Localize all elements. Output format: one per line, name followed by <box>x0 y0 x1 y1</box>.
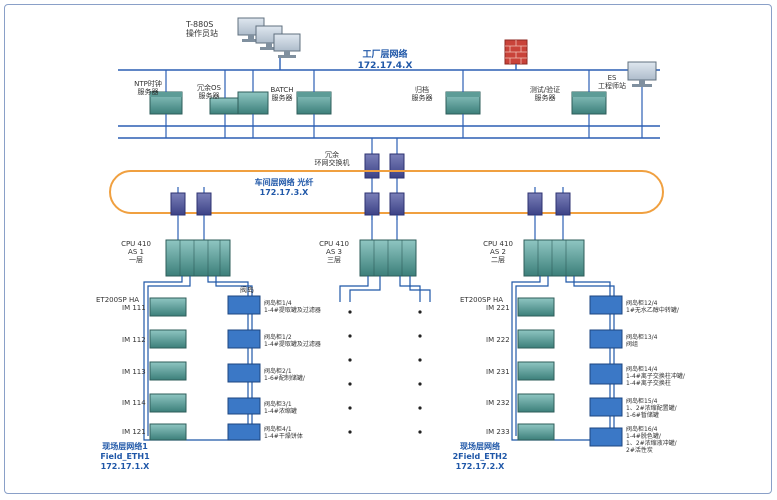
cpu-rack-icon <box>165 239 231 277</box>
switch-icon <box>555 192 571 216</box>
cpu-rack-icon <box>523 239 585 277</box>
io-module-icon <box>149 329 187 349</box>
left-im-label: IM 121 <box>122 428 146 436</box>
server-icon <box>445 91 481 115</box>
server-label-archive: 归档服务器 <box>411 86 433 102</box>
valve-island-icon <box>589 397 623 417</box>
io-module-icon <box>517 423 555 441</box>
switch-icon <box>389 192 405 216</box>
es-monitor-icon <box>627 61 657 87</box>
valve-island-icon <box>227 397 261 415</box>
server-icon <box>209 97 241 115</box>
right-im-label: IM 232 <box>486 399 510 407</box>
right-im-label: IM 222 <box>486 336 510 344</box>
ring-node-switches <box>170 192 571 216</box>
valve-island-icon <box>227 329 261 349</box>
io-module-icon <box>517 297 555 317</box>
switch-icon <box>389 153 405 179</box>
workshop-ring <box>109 170 664 214</box>
valve-island-icon <box>227 423 261 441</box>
io-module-icon <box>149 361 187 381</box>
server-label-test: 测试/验证服务器 <box>529 86 561 102</box>
right-valve-islands <box>589 295 623 447</box>
valve-island-icon <box>227 295 261 315</box>
right-im-label: IM 231 <box>486 368 510 376</box>
ring-switches <box>364 153 405 179</box>
left-im-label: IM 114 <box>122 399 146 407</box>
factory-network-lines <box>118 69 660 139</box>
switch-icon <box>170 192 186 216</box>
io-module-icon <box>149 297 187 317</box>
switch-icon <box>196 192 212 216</box>
switch-icon <box>364 153 380 179</box>
io-module-icon <box>149 423 187 441</box>
firewall-icon <box>504 39 528 65</box>
server-icon <box>296 91 332 115</box>
middle-dots <box>348 310 422 434</box>
switch-icon <box>527 192 543 216</box>
redundant-switch-label: 冗余环网交换机 <box>314 151 350 167</box>
right-im-label: IM 233 <box>486 428 510 436</box>
server-label-ntp: NTP时钟服务器 <box>134 80 162 96</box>
valve-island-title: 阀岛 <box>240 286 254 294</box>
monitor-icon <box>273 33 301 58</box>
diagram-frame <box>4 4 772 494</box>
valve-island-icon <box>227 363 261 383</box>
switch-icon <box>364 192 380 216</box>
right-io-modules <box>517 297 555 441</box>
cpu-racks <box>165 239 585 277</box>
left-im-label: IM 112 <box>122 336 146 344</box>
io-module-icon <box>517 329 555 349</box>
io-module-icon <box>517 361 555 381</box>
valve-island-icon <box>589 363 623 385</box>
valve-island-icon <box>589 295 623 315</box>
left-valve-islands <box>227 295 261 441</box>
cpu-rack-icon <box>359 239 417 277</box>
server-icon <box>571 91 607 115</box>
left-im-label: IM 113 <box>122 368 146 376</box>
operator-station-monitors <box>237 17 301 58</box>
valve-island-icon <box>589 427 623 447</box>
left-io-modules <box>149 297 187 441</box>
io-module-icon <box>517 393 555 413</box>
io-module-icon <box>149 393 187 413</box>
valve-island-icon <box>589 329 623 349</box>
